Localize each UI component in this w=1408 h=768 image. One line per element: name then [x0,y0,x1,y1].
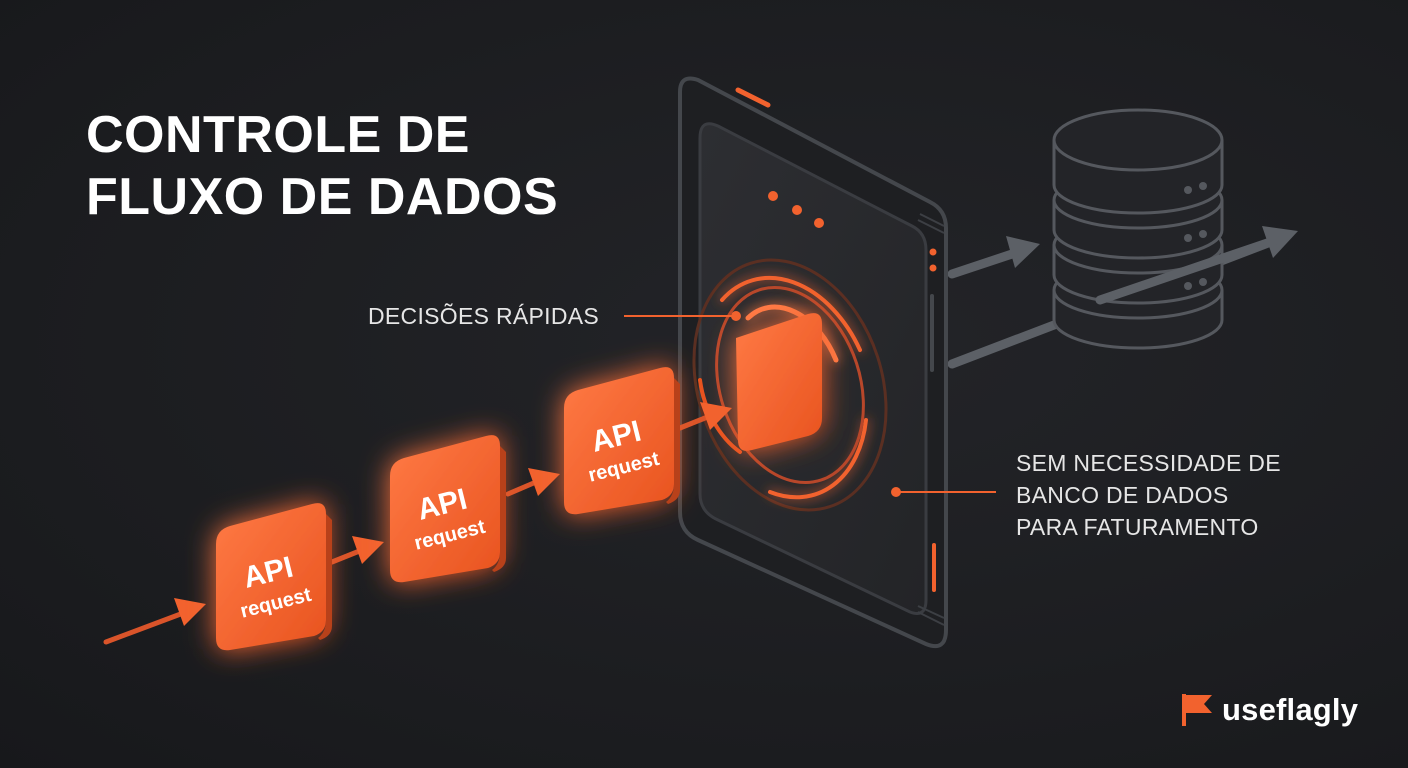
label-fast-decisions: DECISÕES RÁPIDAS [368,303,600,329]
api-request-block-2: API request [390,435,506,583]
flag-icon [1182,694,1212,726]
api-request-block-3: API request [564,367,680,515]
output-arrow-lower-front [1095,235,1281,305]
flow-arrow-2 [505,468,560,497]
flow-arrow-entry [103,598,206,645]
title-line-1: CONTROLE DE [86,106,470,164]
label-no-database-line-1: SEM NECESSIDADE DE [1016,450,1281,476]
page-title: CONTROLE DE FLUXO DE DADOS [86,104,558,228]
title-line-2: FLUXO DE DADOS [86,168,559,226]
leader-line-no-database [891,487,996,497]
api-request-block-1: API request [216,503,332,651]
flow-arrow-3 [677,402,732,431]
output-arrow-upper [947,236,1040,279]
decision-core-rings [692,258,888,512]
database-icon [1052,108,1224,350]
label-no-database: SEM NECESSIDADE DE BANCO DE DADOS PARA F… [1016,447,1281,543]
label-no-database-line-2: BANCO DE DADOS [1016,482,1229,508]
leader-line-fast-decisions [624,311,741,321]
flow-arrow-1 [329,536,384,565]
brand-name: useflagly [1222,692,1359,727]
decision-core-block [736,313,822,451]
label-no-database-line-3: PARA FATURAMENTO [1016,514,1259,540]
brand-logo: useflagly [1180,690,1358,730]
